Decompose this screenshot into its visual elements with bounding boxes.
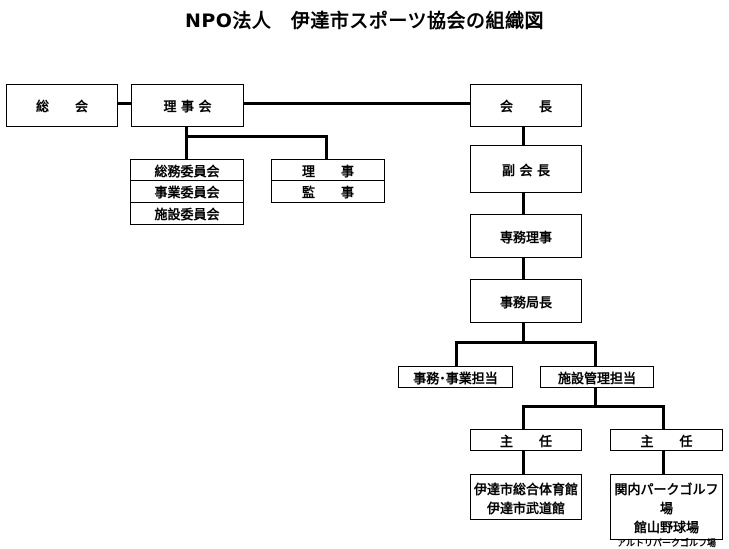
secretary-general-box: 事務局長 [470,279,582,323]
admin-business-box: 事務･事業担当 [398,366,513,388]
page-title: NPO法人 伊達市スポーツ協会の組織図 [184,10,545,32]
connector-to-chief-left [522,405,525,429]
facilities-right-box: 関内パークゴルフ場 館山野球場 アルトリパークゴルフ場 [610,474,723,549]
committee-box-facility: 施設委員会 [130,203,244,225]
facility-item: 館山野球場 [633,521,699,536]
connector-board-down [185,126,188,137]
connector-chief-right-down [662,451,665,474]
connector-facility-branch [522,405,665,408]
auditors-box: 監 事 [271,181,385,203]
chief-right-box: 主 任 [610,429,723,451]
connector-to-admin [455,341,458,366]
connector-facility-down [594,388,597,407]
connector-chief-left-down [522,451,525,474]
general-assembly-box: 総 会 [6,84,118,127]
connector-president-vice [522,126,525,145]
chief-left-box: 主 任 [470,429,582,451]
committee-box-general: 総務委員会 [130,159,244,181]
connector-vice-executive [522,193,525,214]
connector-to-chief-right [662,405,665,429]
connector-board-president [244,102,470,105]
committee-box-business: 事業委員会 [130,181,244,203]
connector-to-facility [594,341,597,366]
facility-mgmt-box: 施設管理担当 [540,366,654,388]
president-box: 会 長 [470,84,582,127]
vice-president-box: 副 会 長 [470,145,582,193]
executive-director-box: 専務理事 [470,214,582,258]
connector-secretary-branch [455,341,597,344]
connector-secretary-down [522,322,525,343]
directors-box: 理 事 [271,159,385,181]
facility-item: アルトリパークゴルフ場 [617,539,716,549]
connector-board-branch [185,135,328,138]
facility-item: 伊達市総合体育館 [473,483,578,498]
facility-item: 伊達市武道館 [486,502,565,517]
connector-to-committees [185,135,188,159]
facilities-left-box: 伊達市総合体育館 伊達市武道館 [470,474,582,520]
connector-executive-secretary [522,258,525,279]
connector-assembly-board [118,102,131,105]
connector-to-directors [325,135,328,159]
facility-item: 関内パークゴルフ場 [614,483,719,517]
board-box: 理 事 会 [131,84,244,127]
